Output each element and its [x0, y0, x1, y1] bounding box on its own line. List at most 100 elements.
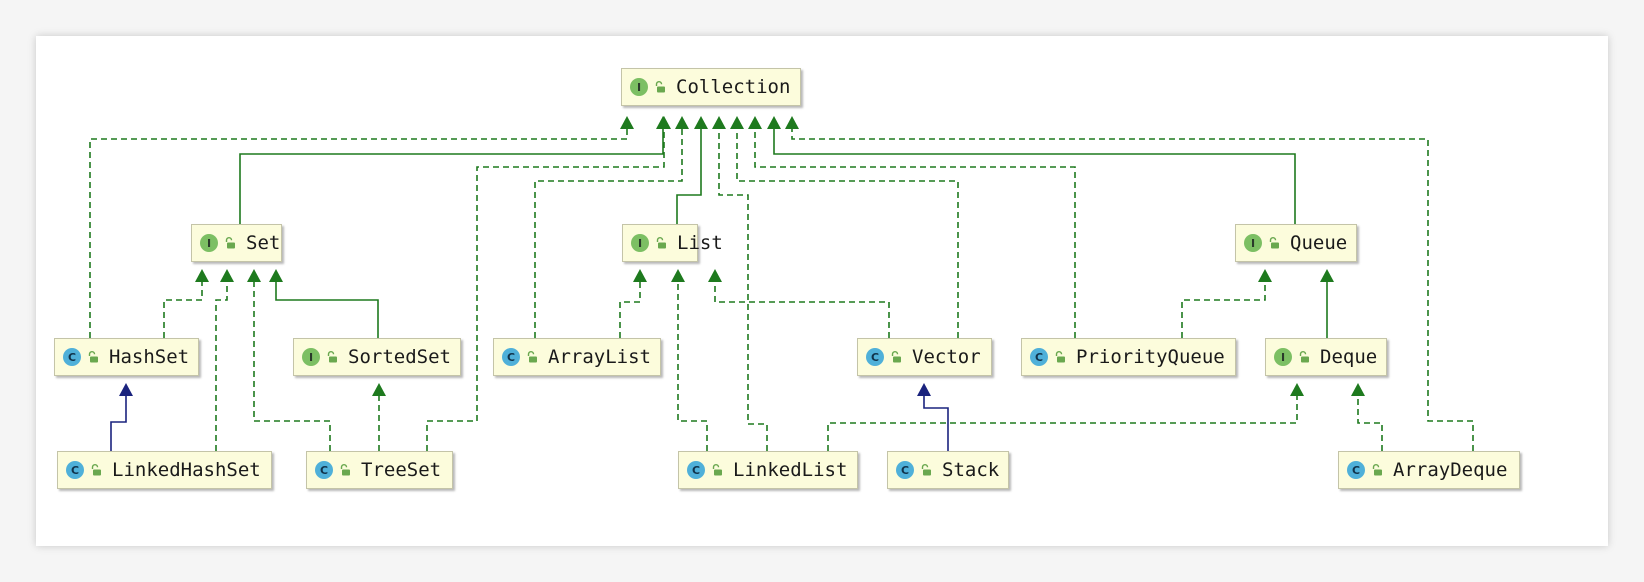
class-badge-icon: C [896, 461, 914, 479]
edges-layer [89, 116, 1474, 451]
edge-stack-to-vector [917, 383, 949, 451]
arrowhead [675, 116, 689, 129]
edge-tree-set-to-set [247, 269, 331, 451]
public-lock-icon [1298, 351, 1310, 363]
node-label: Queue [1290, 232, 1348, 254]
public-lock-icon [920, 464, 932, 476]
node-array-deque[interactable]: C ArrayDeque [1338, 451, 1520, 489]
public-lock-icon [711, 464, 723, 476]
edge-set-to-collection [239, 116, 670, 224]
public-lock-icon [326, 351, 338, 363]
class-badge-icon: C [1347, 461, 1365, 479]
public-lock-icon [654, 81, 666, 93]
arrowhead [1258, 269, 1272, 282]
edge-linked-list-to-list [671, 269, 708, 451]
arrowhead [633, 269, 647, 282]
arrowhead [1290, 383, 1304, 396]
node-label: Set [246, 232, 281, 254]
arrowhead [712, 116, 726, 129]
public-lock-icon [87, 351, 99, 363]
node-label: Deque [1320, 346, 1378, 368]
arrowhead [730, 116, 744, 129]
arrowhead [785, 116, 799, 129]
edge-vector-to-list [708, 269, 890, 338]
arrowhead [748, 116, 762, 129]
arrowhead [269, 269, 283, 282]
class-badge-icon: C [315, 461, 333, 479]
edge-list-to-collection [676, 116, 708, 224]
arrowhead [195, 269, 209, 282]
node-hash-set[interactable]: C HashSet [54, 338, 199, 376]
node-vector[interactable]: C Vector [857, 338, 992, 376]
arrowhead [119, 383, 133, 396]
node-label: Stack [942, 459, 1000, 481]
node-linked-hash-set[interactable]: C LinkedHashSet [57, 451, 272, 489]
class-badge-icon: C [1030, 348, 1048, 366]
public-lock-icon [339, 464, 351, 476]
node-set[interactable]: I Set [191, 224, 282, 262]
public-lock-icon [90, 464, 102, 476]
node-sorted-set[interactable]: I SortedSet [293, 338, 461, 376]
public-lock-icon [224, 237, 236, 249]
interface-badge-icon: I [302, 348, 320, 366]
class-badge-icon: C [502, 348, 520, 366]
edge-linked-hash-set-to-set [215, 269, 234, 451]
node-label: Vector [912, 346, 981, 368]
edge-hash-set-to-set [163, 269, 209, 338]
arrowhead [1320, 269, 1334, 282]
arrowhead [247, 269, 261, 282]
edge-array-deque-to-collection [785, 116, 1474, 451]
edge-linked-hash-set-to-hash-set [110, 383, 133, 451]
public-lock-icon [1268, 237, 1280, 249]
public-lock-icon [655, 237, 667, 249]
edge-linked-list-to-deque [827, 383, 1304, 451]
edge-hash-set-to-collection [89, 116, 634, 338]
edge-array-deque-to-deque [1351, 383, 1383, 451]
public-lock-icon [1371, 464, 1383, 476]
arrowhead [220, 269, 234, 282]
arrowhead [917, 383, 931, 396]
interface-badge-icon: I [1274, 348, 1292, 366]
node-label: ArrayDeque [1393, 459, 1508, 481]
node-label: TreeSet [361, 459, 442, 481]
node-label: LinkedHashSet [112, 459, 261, 481]
public-lock-icon [1054, 351, 1066, 363]
edge-sorted-set-to-set [269, 269, 379, 338]
node-queue[interactable]: I Queue [1235, 224, 1357, 262]
arrowhead [708, 269, 722, 282]
arrowhead [694, 116, 708, 129]
node-label: Collection [676, 76, 791, 98]
node-list[interactable]: I List [622, 224, 723, 262]
arrowhead [671, 269, 685, 282]
node-label: SortedSet [348, 346, 451, 368]
node-label: HashSet [109, 346, 190, 368]
arrowhead [620, 116, 634, 129]
edge-tree-set-to-sorted-set [372, 383, 386, 451]
class-badge-icon: C [687, 461, 705, 479]
node-label: LinkedList [733, 459, 848, 481]
edge-deque-to-queue [1320, 269, 1334, 338]
edge-tree-set-to-collection [426, 116, 671, 451]
class-badge-icon: C [866, 348, 884, 366]
node-deque[interactable]: I Deque [1265, 338, 1387, 376]
arrowhead [372, 383, 386, 396]
node-stack[interactable]: C Stack [887, 451, 1009, 489]
node-label: List [677, 232, 723, 254]
edge-vector-to-collection [730, 116, 959, 338]
class-badge-icon: C [63, 348, 81, 366]
node-linked-list[interactable]: C LinkedList [678, 451, 858, 489]
edge-priority-queue-to-queue [1181, 269, 1272, 338]
edge-priority-queue-to-collection [748, 116, 1076, 338]
node-array-list[interactable]: C ArrayList [493, 338, 661, 376]
class-badge-icon: C [66, 461, 84, 479]
node-tree-set[interactable]: C TreeSet [306, 451, 453, 489]
public-lock-icon [890, 351, 902, 363]
edge-array-list-to-collection [534, 116, 689, 338]
node-label: ArrayList [548, 346, 651, 368]
interface-badge-icon: I [631, 234, 649, 252]
interface-badge-icon: I [1244, 234, 1262, 252]
interface-badge-icon: I [200, 234, 218, 252]
